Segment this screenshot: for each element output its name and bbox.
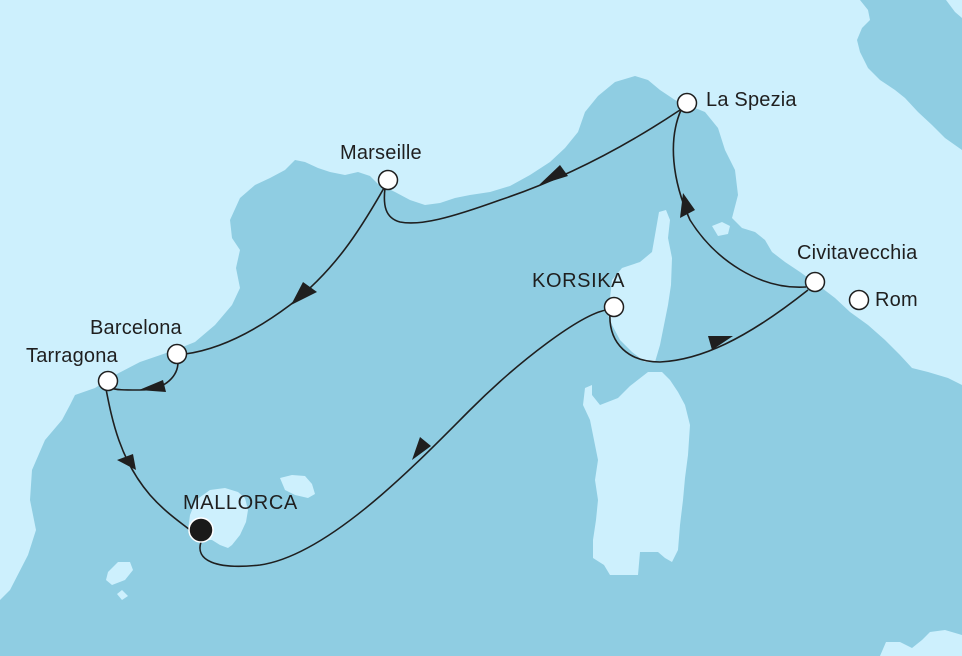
route-korsika-civitavecchia bbox=[609, 289, 809, 363]
port-markers bbox=[97, 92, 870, 543]
island-sicily-edge bbox=[880, 630, 962, 656]
port-label-la-spezia: La Spezia bbox=[706, 89, 797, 111]
arrow-icon bbox=[139, 380, 166, 392]
port-marker-tarragona[interactable] bbox=[97, 370, 119, 392]
route-tarragona-mallorca bbox=[105, 388, 191, 531]
arrow-icon bbox=[708, 336, 733, 350]
route-marseille-barcelona bbox=[184, 187, 385, 355]
port-label-marseille: Marseille bbox=[340, 142, 422, 164]
arrow-icon bbox=[117, 454, 136, 470]
island-corsica bbox=[606, 210, 672, 362]
island-ibiza bbox=[106, 562, 133, 585]
city-marker-rom[interactable] bbox=[848, 289, 870, 311]
port-label-barcelona: Barcelona bbox=[90, 317, 182, 339]
island-elba bbox=[712, 222, 730, 236]
arrow-icon bbox=[680, 193, 695, 218]
route-laspezia-marseille bbox=[383, 109, 681, 224]
arrow-icon bbox=[412, 437, 431, 460]
city-label-rom: Rom bbox=[875, 289, 918, 311]
port-marker-la-spezia[interactable] bbox=[676, 92, 698, 114]
sea-adriatic bbox=[857, 0, 962, 150]
land-balkan-edge bbox=[946, 0, 962, 18]
port-label-korsika: KORSIKA bbox=[532, 270, 626, 292]
island-formentera bbox=[117, 590, 128, 600]
arrow-icon bbox=[291, 282, 317, 305]
port-label-civitavecchia: Civitavecchia bbox=[797, 242, 918, 264]
port-label-tarragona: Tarragona bbox=[26, 345, 118, 367]
island-sardinia bbox=[583, 372, 690, 575]
route-arrows bbox=[117, 165, 733, 470]
route-lines bbox=[105, 109, 809, 568]
island-menorca bbox=[280, 475, 315, 498]
port-marker-marseille[interactable] bbox=[377, 169, 399, 191]
port-marker-korsika[interactable] bbox=[603, 296, 625, 318]
port-marker-civitavecchia[interactable] bbox=[804, 271, 826, 293]
port-marker-barcelona[interactable] bbox=[166, 343, 188, 365]
port-marker-mallorca[interactable] bbox=[188, 517, 214, 543]
route-civitavecchia-laspezia bbox=[672, 109, 807, 288]
route-mallorca-korsika bbox=[199, 309, 607, 568]
port-label-mallorca: MALLORCA bbox=[183, 492, 298, 514]
arrow-icon bbox=[539, 165, 568, 185]
